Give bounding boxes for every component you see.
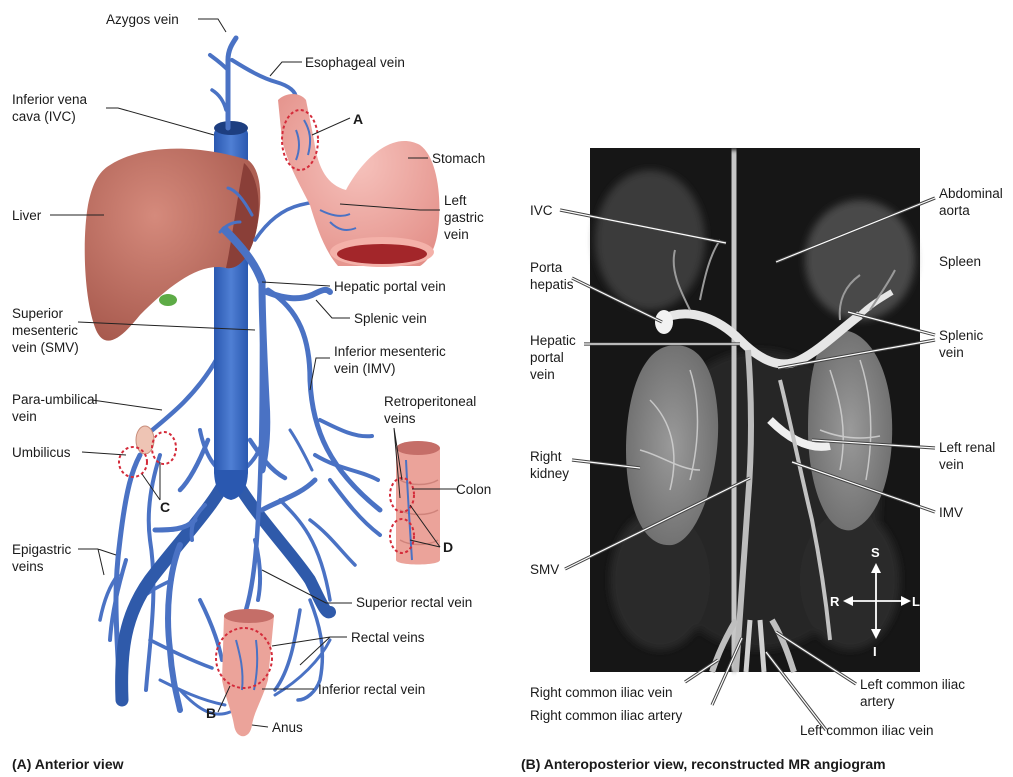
letter-d: D	[443, 539, 453, 555]
label-hepatic-portal-vein: Hepatic portal vein	[334, 279, 446, 294]
label-smv-line2: mesenteric	[12, 323, 78, 338]
label-b-abdominal-aorta-line1: Abdominal	[939, 186, 1003, 201]
label-b-smv: SMV	[530, 562, 559, 577]
label-smv-line1: Superior	[12, 306, 64, 321]
label-b-imv: IMV	[939, 505, 963, 520]
label-imv-line1: Inferior mesenteric	[334, 344, 446, 359]
letter-b: B	[206, 705, 216, 721]
epigastric-veins-drawing	[100, 455, 172, 700]
label-b-right-common-iliac-vein: Right common iliac vein	[530, 685, 673, 700]
label-epigastric-line1: Epigastric	[12, 542, 72, 557]
label-para-umbilical-line1: Para-umbilical	[12, 392, 98, 407]
label-superior-rectal-vein: Superior rectal vein	[356, 595, 472, 610]
label-b-porta-hepatis-line1: Porta	[530, 260, 563, 275]
label-colon: Colon	[456, 482, 491, 497]
label-b-right-kidney-line2: kidney	[530, 466, 569, 481]
panel-a-caption: (A) Anterior view	[12, 756, 124, 772]
label-stomach: Stomach	[432, 151, 485, 166]
label-b-porta-hepatis-line2: hepatis	[530, 277, 574, 292]
label-retroperitoneal-line1: Retroperitoneal	[384, 394, 476, 409]
label-b-abdominal-aorta-line2: aorta	[939, 203, 970, 218]
label-splenic-vein: Splenic vein	[354, 311, 427, 326]
compass-r: R	[830, 594, 840, 609]
label-b-left-renal-line2: vein	[939, 457, 964, 472]
panel-b-mr-angiogram: S I R L IVC Abdominal aorta Porta	[521, 148, 1003, 772]
label-umbilicus: Umbilicus	[12, 445, 71, 460]
label-left-gastric-line2: gastric	[444, 210, 484, 225]
label-epigastric-line2: veins	[12, 559, 44, 574]
label-inferior-rectal-vein: Inferior rectal vein	[318, 682, 425, 697]
label-left-gastric-line1: Left	[444, 193, 467, 208]
label-azygos-vein: Azygos vein	[106, 12, 179, 27]
label-b-hepatic-portal-line1: Hepatic	[530, 333, 576, 348]
label-left-gastric-line3: vein	[444, 227, 469, 242]
label-rectal-veins: Rectal veins	[351, 630, 425, 645]
colon-drawing	[396, 441, 440, 565]
label-b-right-kidney-line1: Right	[530, 449, 562, 464]
label-ivc-line2: cava (IVC)	[12, 109, 76, 124]
label-anus: Anus	[272, 720, 303, 735]
label-para-umbilical-line2: vein	[12, 409, 37, 424]
label-b-splenic-vein-line2: vein	[939, 345, 964, 360]
letter-c: C	[160, 499, 170, 515]
label-b-left-common-iliac-vein: Left common iliac vein	[800, 723, 934, 738]
label-b-ivc: IVC	[530, 203, 553, 218]
label-b-left-common-iliac-artery-line2: artery	[860, 694, 895, 709]
label-b-spleen: Spleen	[939, 254, 981, 269]
label-b-hepatic-portal-line2: portal	[530, 350, 564, 365]
panel-a-illustration: Azygos vein Esophageal vein Inferior ven…	[12, 12, 491, 772]
label-b-right-common-iliac-artery: Right common iliac artery	[530, 708, 683, 723]
label-smv-line3: vein (SMV)	[12, 340, 79, 355]
umbilicus-drawing	[136, 426, 154, 454]
circle-c-right	[152, 432, 176, 464]
compass-l: L	[912, 594, 920, 609]
label-retroperitoneal-line2: veins	[384, 411, 416, 426]
label-b-left-common-iliac-artery-line1: Left common iliac	[860, 677, 965, 692]
label-b-splenic-vein-line1: Splenic	[939, 328, 984, 343]
label-b-hepatic-portal-line3: vein	[530, 367, 555, 382]
letter-a: A	[353, 111, 363, 127]
compass-i: I	[873, 644, 877, 659]
label-b-left-renal-line1: Left renal	[939, 440, 995, 455]
label-imv-line2: vein (IMV)	[334, 361, 396, 376]
label-liver: Liver	[12, 208, 42, 223]
panel-b-caption: (B) Anteroposterior view, reconstructed …	[521, 756, 886, 772]
label-esophageal-vein: Esophageal vein	[305, 55, 405, 70]
compass-s: S	[871, 545, 880, 560]
label-ivc-line1: Inferior vena	[12, 92, 88, 107]
